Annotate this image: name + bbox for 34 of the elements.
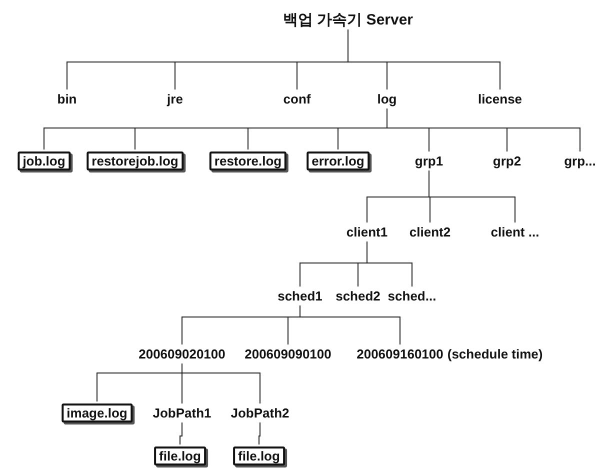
folder-label: JobPath2 [230, 406, 290, 420]
tree-connector [366, 241, 412, 287]
folder-label: 200609160100 [356, 346, 444, 362]
file-box: file.log [233, 446, 285, 466]
tree-connector [258, 422, 260, 445]
folder-label: grp2 [492, 154, 522, 168]
file-box: restore.log [209, 152, 287, 170]
file-box: file.log [154, 446, 206, 466]
folder-label: grp1 [414, 154, 444, 168]
folder-label: client2 [409, 224, 451, 240]
folder-label: sched2 [336, 288, 380, 304]
annotation-label: (schedule time) [447, 346, 543, 362]
folder-label: client1 [346, 224, 388, 240]
folder-label: JobPath1 [152, 406, 212, 420]
folder-label: conf [283, 92, 311, 106]
root-folder-label: 백업 가속기 Server [282, 12, 414, 28]
file-box: job.log [18, 152, 70, 170]
folder-label: sched... [388, 288, 436, 304]
folder-label: 200609020100 [138, 346, 226, 362]
folder-label: grp... [564, 154, 596, 168]
file-box: restorejob.log [86, 152, 184, 170]
file-box: image.log [62, 404, 132, 422]
tree-connector [386, 108, 580, 152]
tree-connector [348, 29, 500, 90]
file-box: error.log [306, 152, 370, 170]
folder-label: client ... [490, 224, 540, 240]
folder-label: log [377, 92, 397, 106]
folder-label: license [478, 92, 522, 106]
folder-label: bin [57, 92, 77, 106]
folder-label: 200609090100 [244, 346, 332, 362]
tree-connector [182, 363, 260, 404]
folder-label: jre [167, 92, 183, 106]
tree-connector [180, 422, 182, 445]
folder-label: sched1 [278, 288, 322, 304]
